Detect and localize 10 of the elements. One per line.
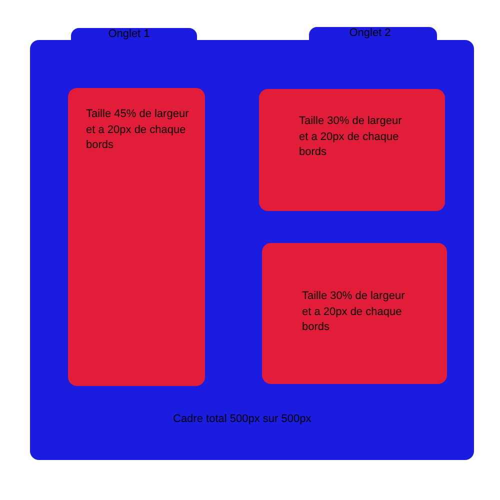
frame-caption: Cadre total 500px sur 500px (173, 412, 312, 426)
block-text: Taille 45% de largeur et a 20px de chaque bords (86, 107, 190, 153)
content-block (262, 243, 447, 384)
tab: Onglet 2 (309, 27, 437, 40)
content-block (68, 88, 205, 386)
block-text: Taille 30% de largeur et a 20px de chaque bords (299, 114, 403, 160)
block-text: Taille 30% de largeur et a 20px de chaque bords (302, 289, 406, 335)
tab: Onglet 1 (71, 28, 197, 40)
content-block (259, 89, 445, 211)
window-frame (30, 40, 474, 460)
